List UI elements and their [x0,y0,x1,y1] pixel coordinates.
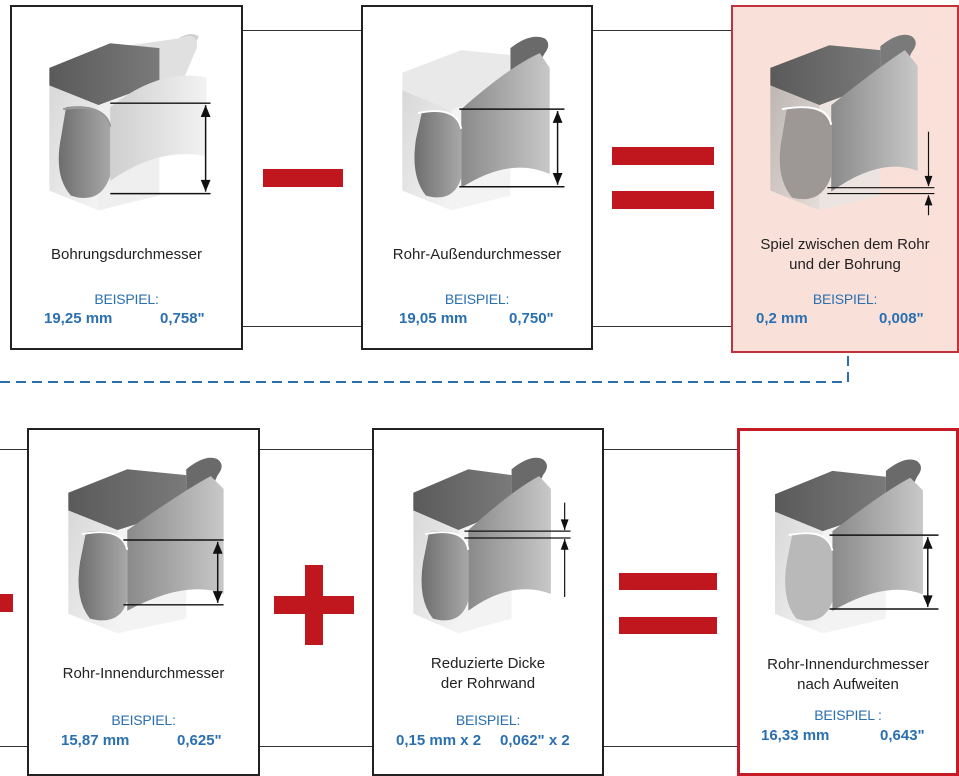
example-value-mm: 19,05 mm [399,310,468,327]
expanded-diameter-card: Rohr-Innendurchmesser nach Aufweiten BEI… [737,428,959,776]
tube-od-illustration [402,36,565,211]
example-label: BEISPIEL: [455,712,521,728]
expanded-caption-line1: Rohr-Innendurchmesser [767,656,929,673]
clearance-card: Spiel zwischen dem Rohr und der Bohrung … [731,5,959,353]
connector-line [603,449,739,450]
clearance-illustration [770,34,935,216]
example-value-mm: 0,2 mm [756,310,808,327]
tube-outer-diameter-card: Rohr-Außendurchmesser BEISPIEL: 19,05 mm… [361,5,593,350]
example-value-mm: 0,15 mm x 2 [396,732,482,749]
connector-line [259,449,373,450]
connector-line [259,746,373,747]
plus-operator-vertical [305,565,323,645]
example-label: BEISPIEL: [444,291,510,307]
clearance-caption-line2: und der Bohrung [789,256,901,273]
equals-operator-bottom-bar [612,191,714,209]
example-label: BEISPIEL: [812,291,878,307]
connector-line [592,326,732,327]
clearance-caption-line1: Spiel zwischen dem Rohr [760,236,930,253]
connector-line [242,30,362,31]
example-label: BEISPIEL: [111,712,176,728]
example-value-mm: 19,25 mm [44,310,113,327]
equals-operator-bottom-bar [619,617,717,634]
bore-caption: Bohrungsdurchmesser [51,246,202,263]
example-label: BEISPIEL : [814,707,882,723]
bore-diameter-card: Bohrungsdurchmesser BEISPIEL: 19,25 mm 0… [10,5,243,350]
bore-illustration [49,33,211,211]
connector-line [603,746,739,747]
example-value-in: 0,758" [160,310,205,327]
wall-caption-line2: der Rohrwand [440,675,536,692]
connector-line [592,30,732,31]
example-value-in: 0,062" x 2 [500,732,570,749]
tube-inner-diameter-card: Rohr-Innendurchmesser BEISPIEL: 15,87 mm… [27,428,260,776]
expanded-illustration [775,459,939,634]
example-value-in: 0,008" [879,310,924,327]
reduced-wall-card: Reduzierte Dicke der Rohrwand BEISPIEL: … [372,428,604,776]
connector-line [242,326,362,327]
example-value-mm: 16,33 mm [761,727,830,744]
dashed-flow-connector [0,354,849,383]
tube-id-illustration [68,457,224,634]
wall-illustration [413,457,571,634]
wall-caption-line1: Reduzierte Dicke [430,655,546,672]
example-value-mm: 15,87 mm [61,732,130,749]
example-value-in: 0,750" [509,310,554,327]
example-value-in: 0,625" [177,732,222,749]
plus-operator-partial [0,594,13,612]
tube-id-caption: Rohr-Innendurchmesser [62,665,225,682]
minus-operator [263,169,343,187]
connector-line [0,449,28,450]
example-label: BEISPIEL: [94,291,159,307]
expanded-caption-line2: nach Aufweiten [797,676,899,693]
connector-line [0,746,28,747]
equals-operator-top-bar [619,573,717,590]
equals-operator-top-bar [612,147,714,165]
tube-od-caption: Rohr-Außendurchmesser [392,246,562,263]
example-value-in: 0,643" [880,727,925,744]
